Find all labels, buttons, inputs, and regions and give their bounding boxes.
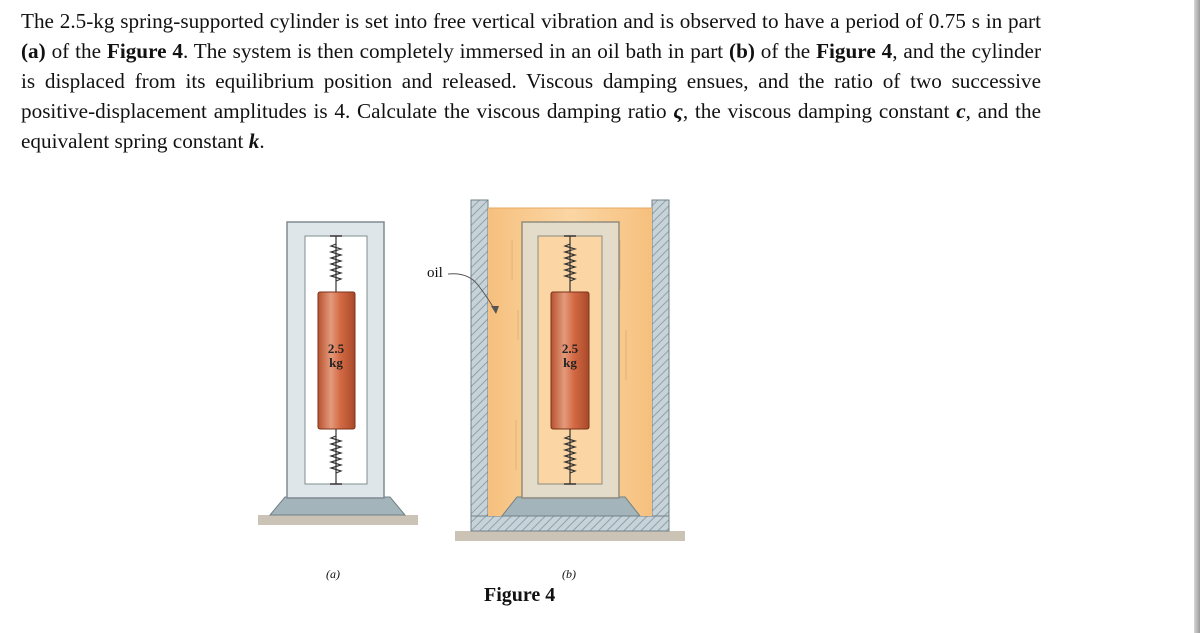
top-spring-a-icon xyxy=(328,243,344,282)
bottom-spring-a-icon xyxy=(328,435,344,474)
oil-leader-arrowhead xyxy=(491,306,499,314)
tank-bottom xyxy=(470,515,670,532)
problem-text-11: , the viscous damping constant xyxy=(682,99,957,123)
oil-label: oil xyxy=(427,265,443,281)
problem-text-15: . xyxy=(259,129,265,153)
problem-text-7: of the xyxy=(754,39,817,63)
problem-text-9: , and the cylinder is displaced from its… xyxy=(21,39,1042,123)
part-a-label: (a) xyxy=(326,567,340,581)
problem-text-1: The 2.5-kg spring-supported cylinder is … xyxy=(21,9,1041,33)
top-spring-b-icon xyxy=(562,243,578,282)
mass-value-b: 2.5 xyxy=(561,341,579,356)
viewer-right-border xyxy=(1194,0,1200,633)
figure-caption: Figure 4 xyxy=(484,584,556,606)
figure-ref: Figure 4 xyxy=(106,39,183,63)
mass-label-b: 2.5 kg xyxy=(550,342,590,370)
bottom-spring-b-icon xyxy=(562,435,578,474)
figure-b xyxy=(447,199,685,541)
problem-text-5: . The system is then completely immersed… xyxy=(182,39,730,63)
mass-unit-b: kg xyxy=(563,355,577,370)
problem-statement: The 2.5-kg spring-supported cylinder is … xyxy=(21,6,1041,156)
problem-text-13: , and the equivalent spring constant xyxy=(21,99,1041,153)
oil-leader-arrow xyxy=(447,273,497,313)
spring-constant-symbol: k xyxy=(248,129,260,153)
base-b xyxy=(500,496,642,517)
figure-a xyxy=(258,221,418,525)
damping-constant-symbol: c xyxy=(956,99,966,123)
tank-right-wall xyxy=(651,199,670,532)
ground-a xyxy=(258,515,418,525)
ground-b xyxy=(455,531,685,541)
problem-text-3: of the xyxy=(45,39,107,63)
figure-ref-2: Figure 4 xyxy=(816,39,893,63)
mass-label-a: 2.5 kg xyxy=(316,342,356,370)
part-b-label: (b) xyxy=(562,567,576,581)
part-a-ref: (a) xyxy=(21,39,46,63)
mass-unit-a: kg xyxy=(329,355,343,370)
mass-value-a: 2.5 xyxy=(327,341,345,356)
damping-ratio-symbol: ς xyxy=(673,99,683,123)
part-b-ref: (b) xyxy=(729,39,755,63)
tank-left-wall xyxy=(470,199,489,532)
base-a xyxy=(268,496,407,516)
